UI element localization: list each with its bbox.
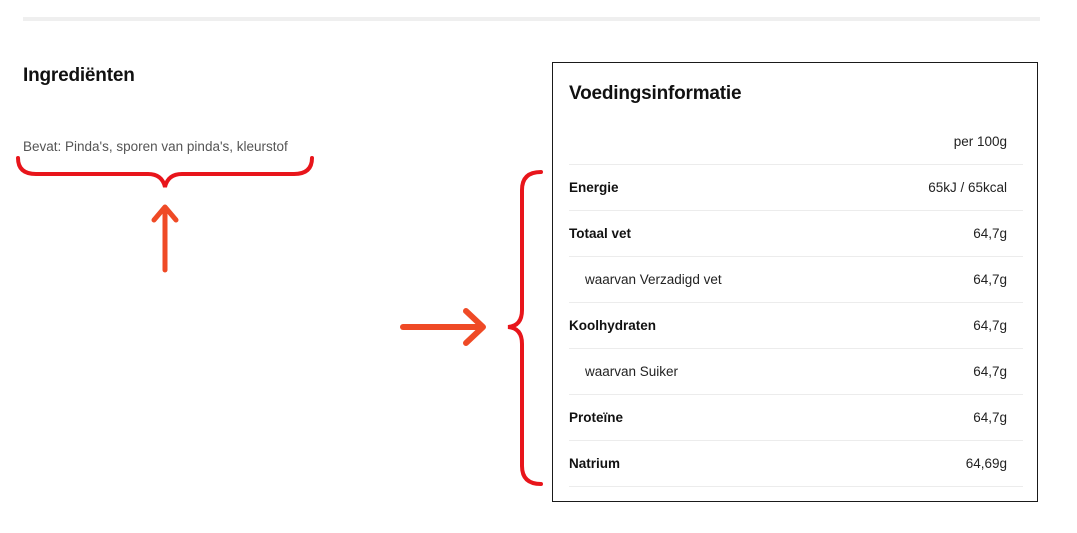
nutrient-value: 64,7g <box>973 226 1007 241</box>
nutrition-row-natrium: Natrium 64,69g <box>569 441 1023 487</box>
nutrient-label: Totaal vet <box>569 226 632 241</box>
ingredients-title: Ingrediënten <box>23 65 135 86</box>
nutrient-label: Proteïne <box>569 410 624 425</box>
right-arrow-icon <box>400 308 486 346</box>
nutrient-label: Natrium <box>569 456 621 471</box>
nutrition-header-row: per 100g <box>569 119 1023 165</box>
nutrition-table: per 100g Energie 65kJ / 65kcal Totaal ve… <box>569 119 1023 487</box>
nutrient-label: waarvan Suiker <box>585 364 679 379</box>
top-divider <box>23 17 1040 21</box>
nutrient-value: 64,7g <box>973 272 1007 287</box>
nutrient-label: waarvan Verzadigd vet <box>585 272 722 287</box>
nutrition-row-proteine: Proteïne 64,7g <box>569 395 1023 441</box>
nutrition-title: Voedingsinformatie <box>569 83 742 104</box>
nutrient-value: 65kJ / 65kcal <box>928 180 1007 195</box>
nutrition-row-energie: Energie 65kJ / 65kcal <box>569 165 1023 211</box>
nutrition-panel: Voedingsinformatie per 100g Energie 65kJ… <box>552 62 1038 502</box>
ingredients-text: Bevat: Pinda's, sporen van pinda's, kleu… <box>23 139 288 154</box>
nutrient-value: 64,7g <box>973 318 1007 333</box>
nutrition-row-totaal-vet: Totaal vet 64,7g <box>569 211 1023 257</box>
nutrition-row-koolhydraten: Koolhydraten 64,7g <box>569 303 1023 349</box>
nutrition-row-suiker: waarvan Suiker 64,7g <box>569 349 1023 395</box>
per-100g-header: per 100g <box>953 134 1007 149</box>
nutrient-value: 64,7g <box>973 410 1007 425</box>
up-arrow-icon <box>151 204 179 273</box>
nutrient-value: 64,7g <box>973 364 1007 379</box>
nutrition-brace <box>507 170 543 486</box>
nutrient-value: 64,69g <box>965 456 1007 471</box>
nutrient-label: Koolhydraten <box>569 318 657 333</box>
nutrient-label: Energie <box>569 180 619 195</box>
ingredients-brace <box>16 156 314 188</box>
nutrition-row-verzadigd-vet: waarvan Verzadigd vet 64,7g <box>569 257 1023 303</box>
